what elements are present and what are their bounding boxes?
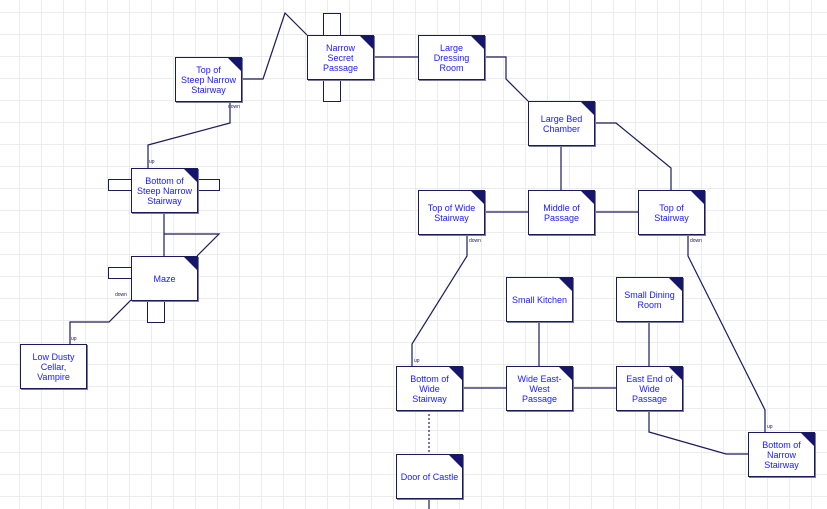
room-marker-icon [449, 455, 462, 468]
room-middle-of-passage[interactable]: Middle of Passage [528, 190, 595, 235]
exit-stub [196, 179, 220, 191]
room-maze[interactable]: Maze [131, 256, 198, 301]
room-top-steep-narrow-stairway[interactable]: Top of Steep Narrow Stairway [175, 57, 242, 102]
room-top-of-wide-stairway[interactable]: Top of Wide Stairway [418, 190, 485, 235]
room-marker-icon [559, 278, 572, 291]
room-large-dressing-room[interactable]: Large Dressing Room [418, 35, 485, 80]
room-name: Maze [153, 273, 176, 284]
link-dressing-bed [484, 56, 529, 102]
room-bottom-of-wide-stairway[interactable]: Bottom of Wide Stairway [396, 366, 463, 411]
room-name: Top of Stairway [654, 202, 689, 223]
room-name: Middle of Passage [543, 202, 580, 223]
room-name: Bottom of Wide Stairway [410, 373, 449, 404]
exit-label-up: up [149, 159, 155, 165]
room-marker-icon [691, 191, 704, 204]
link-topstair-bottomnarrow [687, 234, 766, 432]
room-bottom-steep-narrow-stairway[interactable]: Bottom of Steep Narrow Stairway [131, 168, 198, 213]
room-marker-icon [669, 278, 682, 291]
room-name: Top of Steep Narrow Stairway [180, 64, 237, 95]
room-marker-icon [471, 36, 484, 49]
room-narrow-secret-passage[interactable]: Narrow Secret Passage [307, 35, 374, 80]
room-bottom-of-narrow-stairway[interactable]: Bottom of Narrow Stairway [748, 432, 815, 477]
room-name: Wide East- West Passage [517, 373, 562, 404]
room-name: Small Kitchen [511, 294, 568, 305]
room-door-of-castle[interactable]: Door of Castle [396, 454, 463, 499]
room-marker-icon [471, 191, 484, 204]
room-marker-icon [228, 58, 241, 71]
room-marker-icon [184, 169, 197, 182]
room-marker-icon [559, 367, 572, 380]
room-name: Low Dusty Cellar, Vampire [32, 351, 75, 382]
link-bottomsteep-maze-2 [164, 233, 221, 257]
room-name: Bottom of Steep Narrow Stairway [136, 175, 193, 206]
room-marker-icon [184, 257, 197, 270]
room-name: East End of Wide Passage [626, 373, 673, 404]
room-east-end-of-wide-passage[interactable]: East End of Wide Passage [616, 366, 683, 411]
room-large-bed-chamber[interactable]: Large Bed Chamber [528, 101, 595, 146]
room-name: Large Bed Chamber [540, 113, 583, 134]
room-low-dusty-cellar[interactable]: Low Dusty Cellar, Vampire [20, 344, 87, 389]
room-name: Large Dressing Room [433, 42, 470, 73]
exit-stub [323, 13, 341, 37]
room-name: Small Dining Room [624, 289, 675, 310]
room-marker-icon [360, 36, 373, 49]
link-topwide-bottomwide [411, 234, 468, 366]
room-marker-icon [581, 191, 594, 204]
exit-label-up: up [71, 336, 77, 342]
room-wide-east-west-passage[interactable]: Wide East- West Passage [506, 366, 573, 411]
exit-stub [147, 299, 165, 323]
exit-label-up: up [767, 424, 773, 430]
exit-label-down: down [690, 238, 702, 244]
link-maze-cellar [69, 299, 132, 344]
room-marker-icon [581, 102, 594, 115]
room-top-of-stairway[interactable]: Top of Stairway [638, 190, 705, 235]
room-name: Top of Wide Stairway [427, 202, 476, 223]
room-small-kitchen[interactable]: Small Kitchen [506, 277, 573, 322]
room-name: Narrow Secret Passage [322, 42, 359, 73]
room-marker-icon [669, 367, 682, 380]
link-bed-topstair [594, 122, 672, 190]
exit-label-down: down [115, 292, 127, 298]
exit-label-up: up [414, 358, 420, 364]
room-small-dining-room[interactable]: Small Dining Room [616, 277, 683, 322]
room-name: Bottom of Narrow Stairway [762, 439, 801, 470]
link-topsteep-bottomsteep [147, 101, 231, 168]
link-eastend-bottomnarrow [648, 410, 748, 455]
exit-label-down: down [228, 104, 240, 110]
exit-stub [323, 78, 341, 102]
room-marker-icon [801, 433, 814, 446]
room-name: Door of Castle [400, 471, 459, 482]
exit-stub [108, 267, 132, 279]
link-topsteep-secret [241, 11, 308, 80]
room-marker-icon [449, 367, 462, 380]
exit-stub [108, 179, 132, 191]
exit-label-down: down [469, 238, 481, 244]
